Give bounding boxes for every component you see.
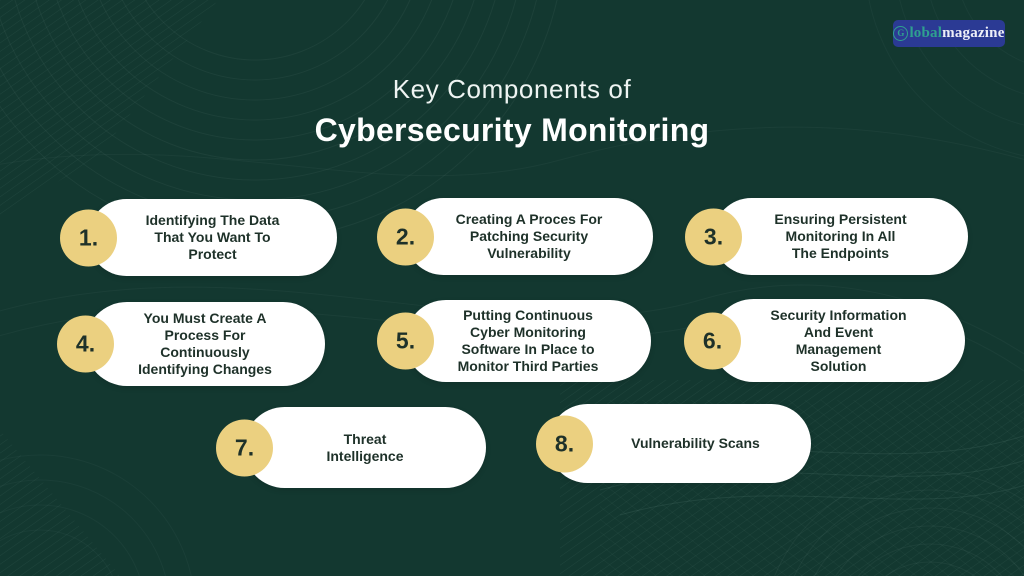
item-number: 3. (703, 223, 724, 249)
title-heading: Cybersecurity Monitoring (314, 112, 710, 148)
item-number: 8. (554, 430, 575, 456)
page-title: Key Components of Cybersecurity Monitori… (0, 74, 1024, 149)
item-text: You Must Create A Process For Continuous… (138, 310, 272, 377)
number-badge-8: 8. (536, 415, 593, 472)
item-number: 5. (395, 327, 416, 354)
component-card-5: 5. Putting Continuous Cyber Monitoring S… (377, 300, 651, 382)
item-text: Identifying The Data That You Want To Pr… (145, 212, 280, 262)
item-text: Ensuring Persistent Monitoring In All Th… (774, 211, 907, 261)
component-card-4: 4. You Must Create A Process For Continu… (57, 302, 325, 386)
component-card-3: 3. Ensuring Persistent Monitoring In All… (685, 198, 968, 275)
logo-text-magazine: magazine (942, 25, 1005, 41)
component-card-2: 2. Creating A Proces For Patching Securi… (377, 198, 653, 275)
number-badge-1: 1. (60, 209, 117, 266)
number-badge-3: 3. (685, 208, 742, 265)
component-card-7: 7. Threat Intelligence (216, 407, 486, 488)
number-badge-7: 7. (216, 419, 273, 476)
component-card-1: 1. Identifying The Data That You Want To… (60, 199, 337, 276)
item-number: 7. (234, 434, 255, 460)
number-badge-4: 4. (57, 315, 114, 373)
item-text: Threat Intelligence (326, 430, 404, 464)
component-card-6: 6. Security Information And Event Manage… (684, 299, 965, 382)
item-number: 2. (395, 223, 416, 249)
item-text: Putting Continuous Cyber Monitoring Soft… (457, 307, 599, 374)
item-number: 4. (75, 330, 96, 357)
item-text: Security Information And Event Managemen… (770, 306, 907, 374)
item-number: 1. (78, 224, 99, 250)
logo-text-global: lobal (909, 25, 943, 41)
number-badge-6: 6. (684, 312, 741, 369)
item-number: 6. (702, 327, 723, 353)
number-badge-5: 5. (377, 312, 434, 370)
component-card-8: 8. Vulnerability Scans (536, 404, 811, 483)
item-text: Vulnerability Scans (631, 435, 760, 451)
item-text: Creating A Proces For Patching Security … (455, 211, 603, 261)
logo-circled-g-icon: G (893, 26, 909, 41)
number-badge-2: 2. (377, 208, 434, 265)
title-subheading: Key Components of (392, 74, 632, 104)
